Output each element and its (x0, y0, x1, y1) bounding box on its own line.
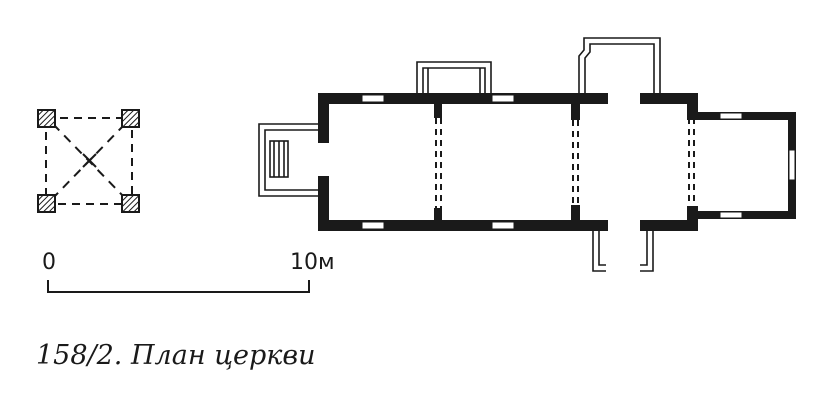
scale-ten-label: 10м (290, 250, 335, 275)
scale-bar-icon (47, 280, 310, 293)
scale-zero-label: 0 (42, 250, 56, 275)
scale-ten-value: 10 (290, 250, 318, 275)
pillar-detail-icon (37, 109, 140, 213)
figure-title: План церкви (131, 340, 316, 371)
church-floor-plan-icon (258, 37, 796, 272)
scale-unit: м (318, 250, 335, 275)
figure-number: 158/2. (36, 340, 123, 371)
figure-caption: 158/2. План церкви (36, 340, 316, 371)
